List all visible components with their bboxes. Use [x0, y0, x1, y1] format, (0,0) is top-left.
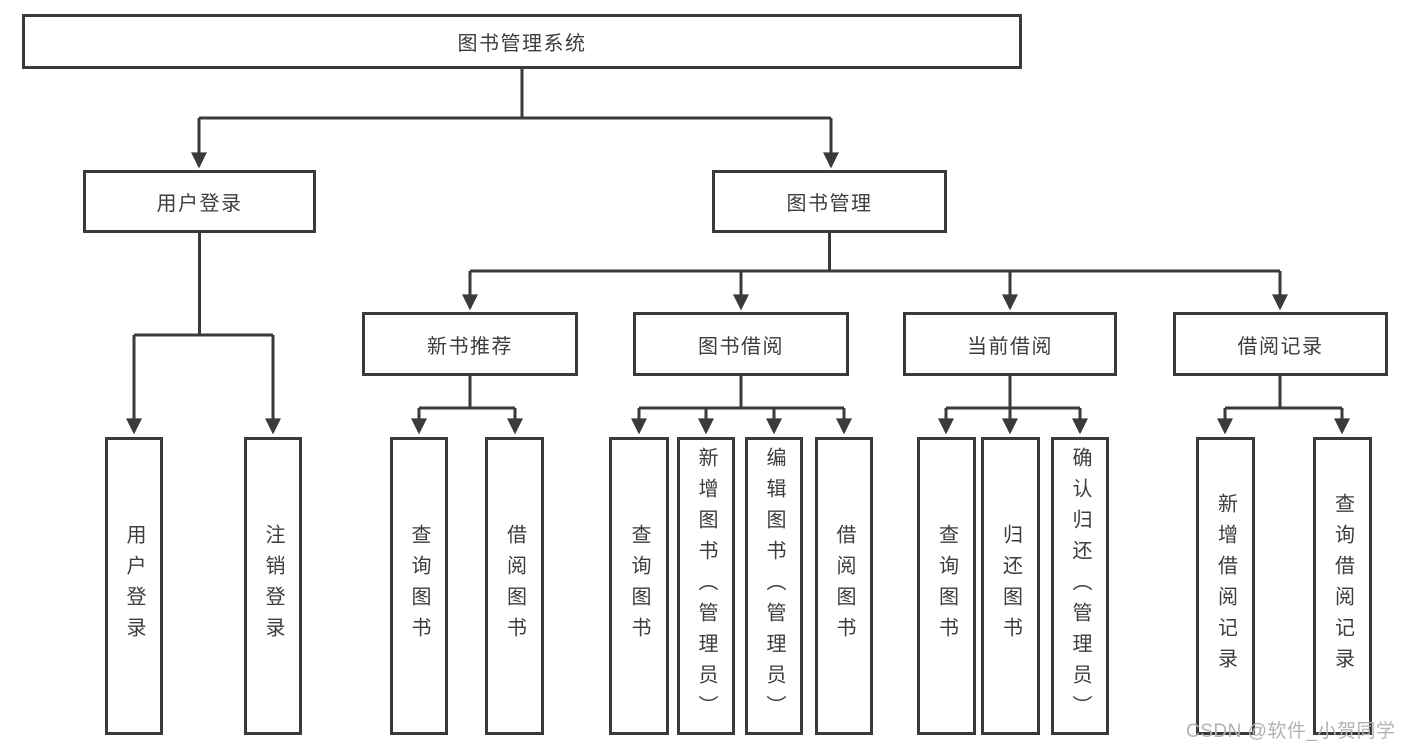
watermark: CSDN @软件_小贺同学: [1186, 721, 1396, 742]
node-borrow-records-label: 借阅记录: [1237, 335, 1324, 358]
leaf-confirm-return-admin-label: 确认归还（管理员）: [1069, 446, 1091, 726]
node-current-borrow: 当前借阅: [903, 312, 1117, 376]
leaf-borrow-book-2: 借阅图书: [815, 437, 873, 735]
leaf-query-book-3: 查询图书: [917, 437, 976, 735]
leaf-query-book-1-label: 查询图书: [408, 524, 430, 648]
node-user-login-label: 用户登录: [156, 193, 243, 215]
leaf-query-book-2: 查询图书: [609, 437, 669, 735]
node-root: 图书管理系统: [22, 14, 1022, 69]
node-user-login: 用户登录: [83, 170, 316, 233]
node-book-borrow-label: 图书借阅: [698, 335, 784, 358]
leaf-query-book-2-label: 查询图书: [628, 524, 650, 648]
node-borrow-records: 借阅记录: [1173, 312, 1388, 376]
leaf-query-book-1: 查询图书: [390, 437, 448, 735]
node-book-management-label: 图书管理: [786, 193, 873, 215]
leaf-add-borrow-record: 新增借阅记录: [1196, 437, 1255, 735]
node-root-label: 图书管理系统: [457, 33, 587, 55]
leaf-add-book-admin-label: 新增图书（管理员）: [695, 446, 717, 726]
node-new-book-recommend-label: 新书推荐: [427, 335, 513, 358]
node-new-book-recommend: 新书推荐: [362, 312, 578, 376]
leaf-borrow-book-2-label: 借阅图书: [833, 524, 855, 648]
leaf-logout-label: 注销登录: [262, 524, 284, 648]
leaf-return-book: 归还图书: [981, 437, 1040, 735]
leaf-borrow-book-1: 借阅图书: [485, 437, 544, 735]
leaf-edit-book-admin-label: 编辑图书（管理员）: [763, 446, 785, 726]
leaf-logout: 注销登录: [244, 437, 302, 735]
leaf-edit-book-admin: 编辑图书（管理员）: [745, 437, 803, 735]
leaf-confirm-return-admin: 确认归还（管理员）: [1051, 437, 1109, 735]
node-book-borrow: 图书借阅: [633, 312, 849, 376]
leaf-query-borrow-record: 查询借阅记录: [1313, 437, 1372, 735]
leaf-add-book-admin: 新增图书（管理员）: [677, 437, 735, 735]
leaf-user-login: 用户登录: [105, 437, 163, 735]
node-book-management: 图书管理: [712, 170, 947, 233]
leaf-query-borrow-record-label: 查询借阅记录: [1331, 493, 1354, 679]
leaf-query-book-3-label: 查询图书: [935, 524, 958, 648]
node-current-borrow-label: 当前借阅: [967, 335, 1053, 358]
leaf-user-login-label: 用户登录: [123, 524, 145, 648]
leaf-return-book-label: 归还图书: [999, 524, 1022, 648]
leaf-add-borrow-record-label: 新增借阅记录: [1214, 493, 1237, 679]
leaf-borrow-book-1-label: 借阅图书: [503, 524, 526, 648]
